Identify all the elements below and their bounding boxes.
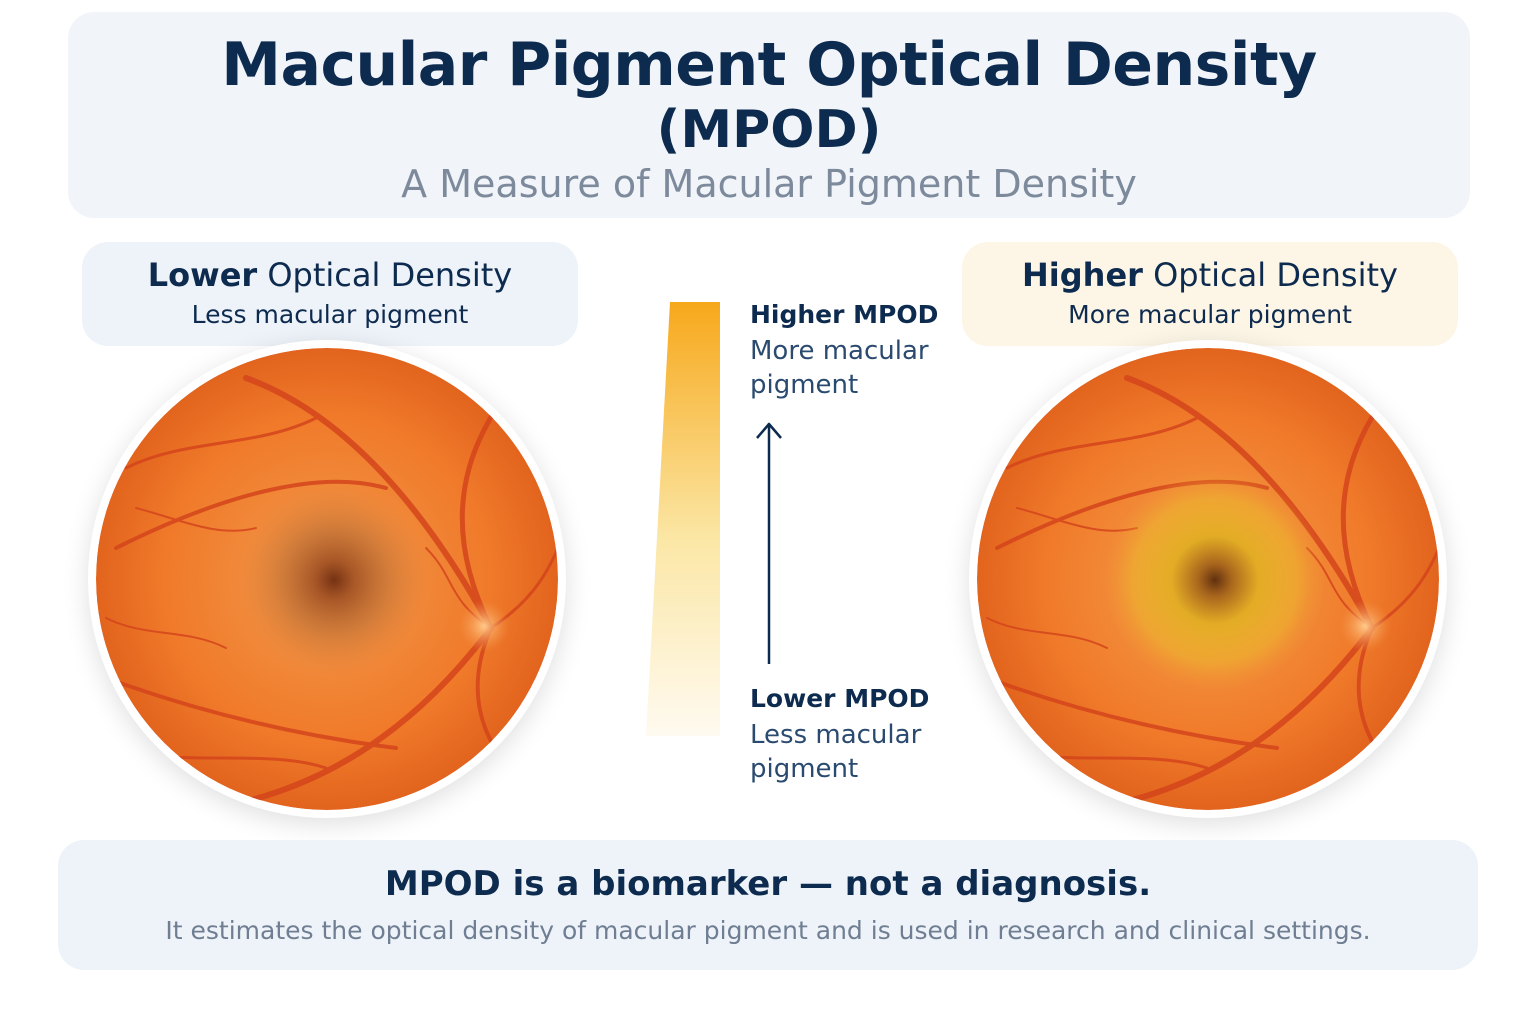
page-title-abbreviation: (MPOD) [656,100,882,160]
lower-density-subtitle: Less macular pigment [191,300,469,329]
retina-fundus-low-pigment-image [96,348,558,810]
lower-density-title-bold: Lower [147,256,258,294]
arrow-up-icon [756,422,782,664]
higher-density-title-bold: Higher [1022,256,1143,294]
higher-density-label-box: Higher Optical Density More macular pigm… [962,242,1458,346]
scale-lower-mpod-label: Lower MPOD [750,684,930,713]
higher-density-title-rest: Optical Density [1142,256,1398,294]
lower-density-label-box: Lower Optical Density Less macular pigme… [82,242,578,346]
header-panel: Macular Pigment Optical Density (MPOD) A… [68,12,1470,218]
scale-higher-mpod-description: More macular pigment [750,336,929,400]
retina-fundus-low-pigment [88,340,566,818]
lower-density-title: Lower Optical Density [82,256,578,294]
higher-density-title: Higher Optical Density [962,256,1458,294]
retina-fundus-high-pigment [969,340,1447,818]
lower-density-title-rest: Optical Density [257,256,513,294]
higher-density-subtitle: More macular pigment [1068,300,1352,329]
scale-higher-mpod-label: Higher MPOD [750,300,939,329]
footer-description: It estimates the optical density of macu… [165,916,1371,945]
footer-panel: MPOD is a biomarker — not a diagnosis. I… [58,840,1478,970]
mpod-gradient-bar [646,302,720,736]
scale-lower-mpod-description: Less macular pigment [750,720,922,784]
page-title: Macular Pigment Optical Density [221,30,1317,100]
page-subtitle: A Measure of Macular Pigment Density [401,162,1137,206]
retina-fundus-high-pigment-image [977,348,1439,810]
footer-title: MPOD is a biomarker — not a diagnosis. [384,864,1152,904]
